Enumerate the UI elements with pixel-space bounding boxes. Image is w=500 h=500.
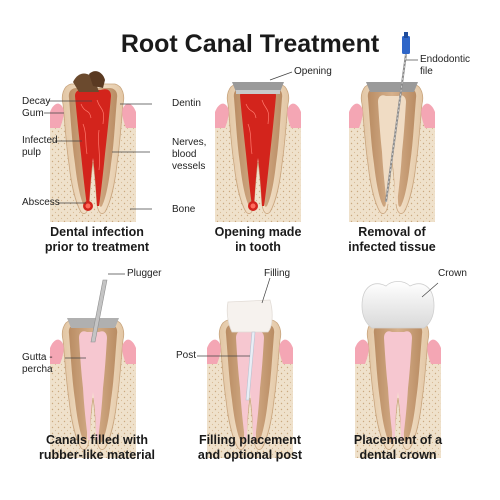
caption-panel-6-line2: dental crown [359,448,437,462]
label-gutta-percha-line2: percha [22,364,53,375]
label-plugger: Plugger [127,268,162,279]
caption-panel-5-line2: and optional post [197,448,303,462]
tooth-panel-4 [50,279,136,458]
caption-panel-3: Removal of infected tissue [312,225,472,255]
label-filling: Filling [264,268,291,279]
leader-lines [44,59,439,359]
caption-panel-4-line2: rubber-like material [38,448,155,462]
caption-panel-5: Filling placement and optional post [170,433,330,463]
label-infected-pulp-line2: pulp [22,147,41,158]
label-abscess: Abscess [22,197,60,208]
label-nerves-line3: vessels [172,161,206,172]
label-decay: Decay [22,96,51,107]
label-opening: Opening [294,66,332,77]
label-gutta-percha-line1: Gutta - [22,352,53,363]
caption-panel-1-line1: Dental infection [50,225,144,239]
caption-panel-1-line2: prior to treatment [44,240,150,254]
caption-panel-1: Dental infection prior to treatment [17,225,177,255]
tooth-panel-2 [215,82,301,222]
caption-panel-2: Opening made in tooth [178,225,338,255]
label-endodontic-file-line1: Endodontic [420,54,471,65]
caption-panel-3-line2: infected tissue [348,240,436,254]
tooth-panel-1 [50,71,136,222]
caption-panel-4-line1: Canals filled with [45,433,149,447]
label-bone: Bone [172,204,196,215]
caption-panel-2-line1: Opening made [214,225,302,239]
label-crown: Crown [438,268,467,279]
caption-panel-6: Placement of a dental crown [318,433,478,463]
tooth-panel-5 [207,299,293,458]
tooth-panel-3 [349,32,435,222]
label-endodontic-file-line2: file [420,66,433,77]
caption-panel-5-line1: Filling placement [198,433,302,447]
diagram-title: Root Canal Treatment [120,30,380,58]
label-gum: Gum [22,108,44,119]
label-nerves-line1: Nerves, [172,137,207,148]
caption-panel-2-line2: in tooth [235,240,281,254]
caption-panel-3-line1: Removal of [358,225,426,239]
caption-panel-4: Canals filled with rubber-like material [17,433,177,463]
caption-panel-6-line1: Placement of a [353,433,443,447]
label-dentin: Dentin [172,98,201,109]
label-post: Post [176,350,197,361]
label-nerves-line2: blood [172,149,197,160]
tooth-panel-6 [355,281,441,458]
label-infected-pulp-line1: Infected [22,135,58,146]
